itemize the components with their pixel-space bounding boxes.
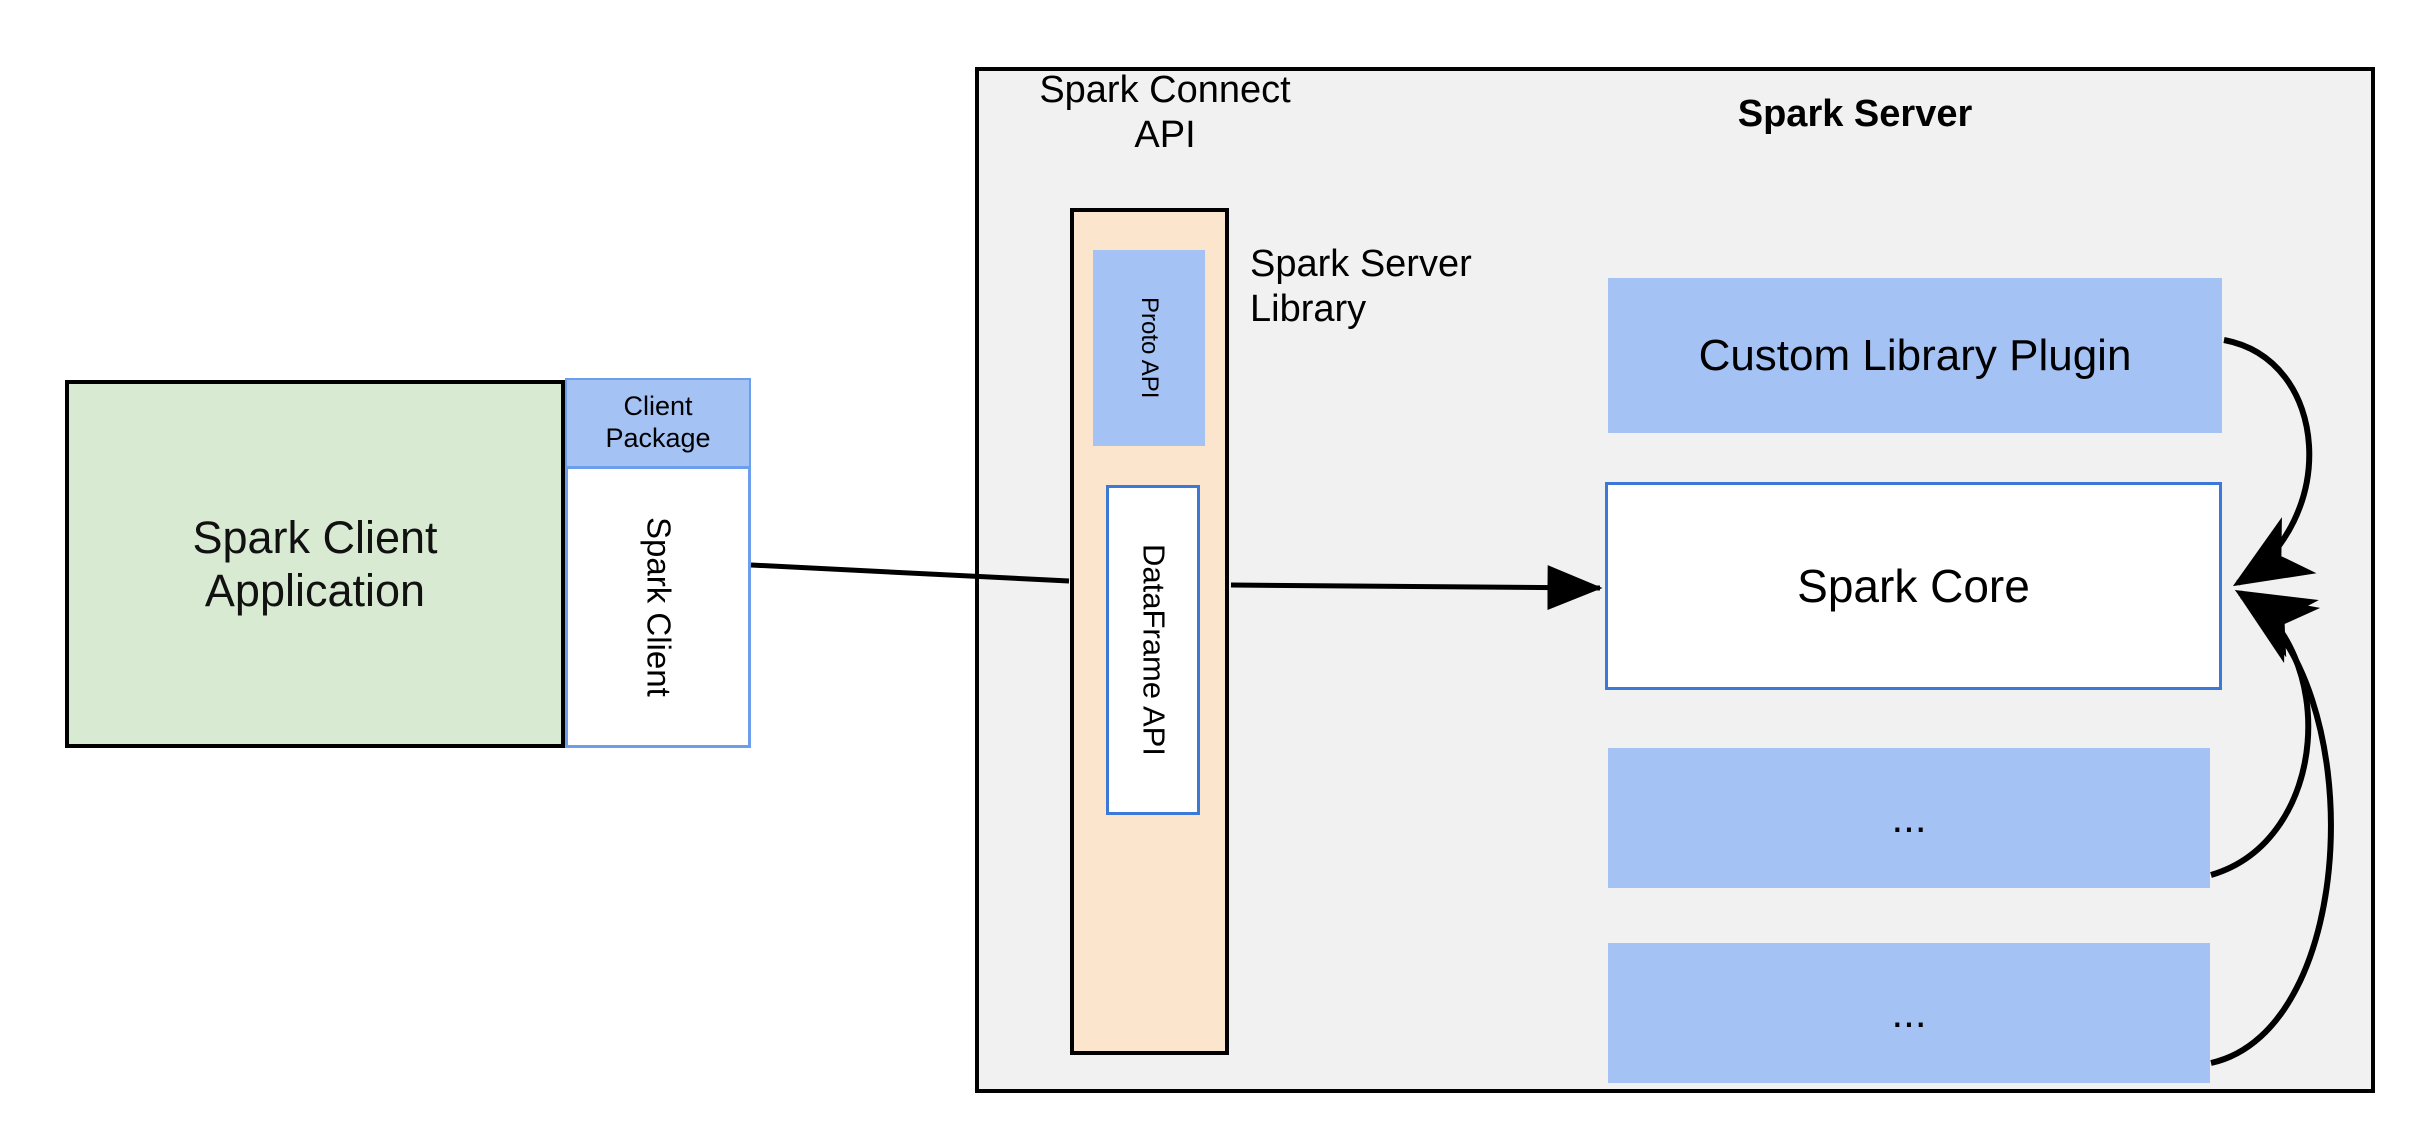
spark-server-library-label-lines: Spark Server Library bbox=[1250, 242, 1472, 332]
spark-client-label: Spark Client bbox=[640, 517, 678, 697]
client-package-label: Client Package bbox=[605, 391, 710, 455]
spark-connect-api-label-line-1: Spark Connect bbox=[1039, 69, 1291, 111]
ellipsis-box-2: ... bbox=[1608, 943, 2210, 1083]
dataframe-api-label: DataFrame API bbox=[1136, 544, 1172, 756]
client-package-label-line-2: Package bbox=[605, 423, 711, 453]
spark-server-library-label: Spark Server Library bbox=[1250, 242, 1580, 352]
dataframe-api-box: DataFrame API bbox=[1106, 485, 1200, 815]
custom-library-plugin-label: Custom Library Plugin bbox=[1698, 330, 2132, 380]
spark-server-library-label-line-1: Spark Server bbox=[1250, 243, 1472, 285]
spark-connect-api-label-lines: Spark Connect API bbox=[1039, 68, 1290, 158]
spark-client-box: Spark Client bbox=[565, 466, 751, 748]
spark-core-box: Spark Core bbox=[1605, 482, 2222, 690]
ellipsis-label-2: ... bbox=[1891, 989, 1927, 1037]
client-package-box: Client Package bbox=[565, 378, 751, 468]
client-app-label-line-2: Application bbox=[204, 565, 426, 616]
spark-connect-api-label-line-2: API bbox=[1134, 113, 1196, 156]
spark-client-application-box: Spark Client Application bbox=[65, 380, 565, 748]
proto-api-box: Proto API bbox=[1093, 250, 1205, 446]
proto-api-label: Proto API bbox=[1136, 297, 1164, 399]
spark-server-library-label-line-2: Library bbox=[1250, 287, 1367, 330]
spark-connect-api-label: Spark Connect API bbox=[1000, 68, 1330, 174]
client-app-label-line-1: Spark Client bbox=[192, 511, 438, 563]
ellipsis-box-1: ... bbox=[1608, 748, 2210, 888]
spark-core-label: Spark Core bbox=[1797, 559, 2030, 612]
ellipsis-label-1: ... bbox=[1891, 794, 1927, 842]
client-package-label-line-1: Client bbox=[623, 391, 693, 422]
spark-server-title: Spark Server bbox=[1737, 92, 1973, 135]
custom-library-plugin-box: Custom Library Plugin bbox=[1608, 278, 2222, 433]
spark-client-application-label: Spark Client Application bbox=[192, 511, 437, 617]
